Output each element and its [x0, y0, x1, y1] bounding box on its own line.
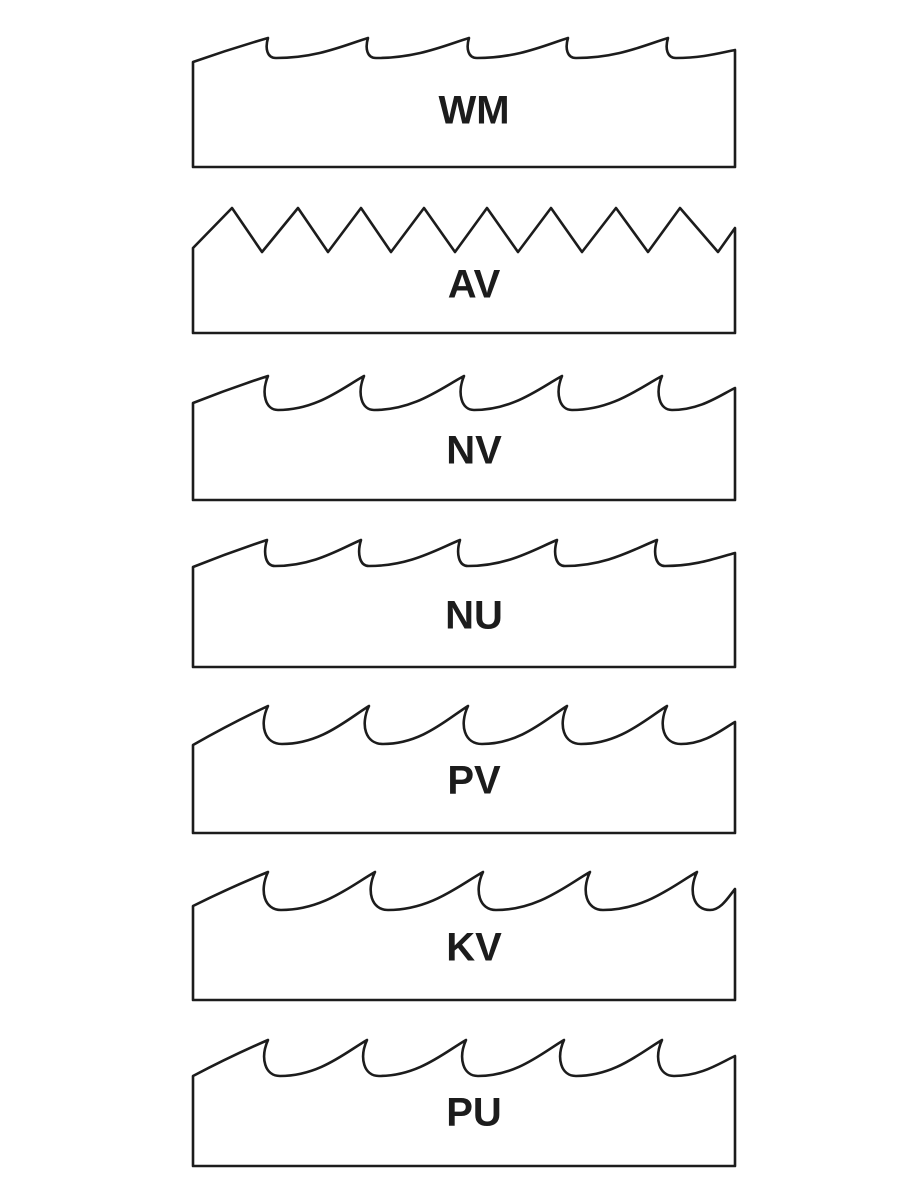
blade-profile-pu: PU	[191, 1038, 737, 1168]
blade-outline-wm	[191, 36, 737, 169]
blade-label-pv: PV	[447, 759, 501, 803]
blade-profile-nu: NU	[191, 538, 737, 669]
blade-label-wm: WM	[438, 89, 509, 133]
blade-label-pu: PU	[446, 1091, 502, 1135]
blade-outline-nu	[191, 538, 737, 669]
blade-profile-wm: WM	[191, 36, 737, 169]
blade-label-nu: NU	[445, 594, 503, 638]
blade-label-av: AV	[448, 263, 501, 307]
blade-profile-kv: KV	[191, 870, 737, 1002]
blade-profile-pv: PV	[191, 704, 737, 835]
blade-outline-pv	[191, 704, 737, 835]
blade-outline-nv	[191, 374, 737, 502]
blade-label-kv: KV	[446, 926, 502, 970]
blade-outline-pu	[191, 1038, 737, 1168]
blade-outline-kv	[191, 870, 737, 1002]
blade-profile-av: AV	[191, 206, 737, 335]
blade-label-nv: NV	[446, 429, 502, 473]
blade-profile-nv: NV	[191, 374, 737, 502]
blade-outline-av	[191, 206, 737, 335]
